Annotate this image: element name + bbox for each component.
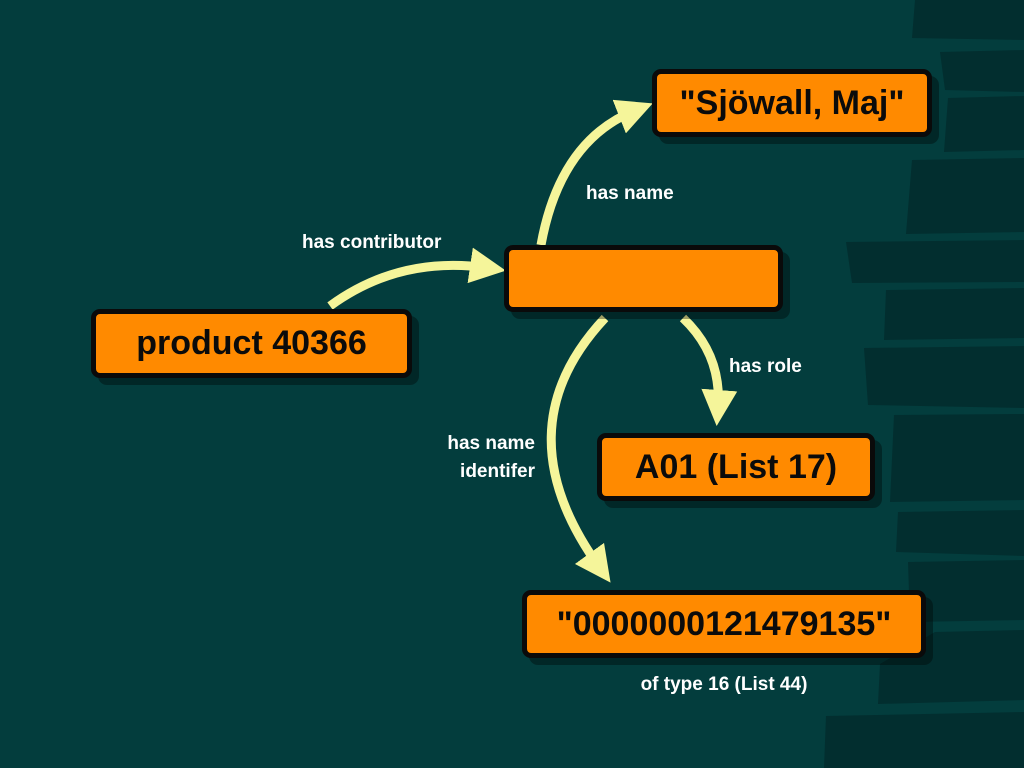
note-identifier-type: of type 16 (List 44) [640,674,808,695]
node-product: product 40366 [91,309,412,378]
node-role-value: A01 (List 17) [597,433,875,501]
node-identifier-value: "0000000121479135" [522,590,926,658]
label-has-name-identifier: has name identifer [420,430,535,486]
label-has-name: has name [586,183,674,204]
node-name-value: "Sjöwall, Maj" [652,69,932,137]
arrow-has-name-identifier [546,314,611,583]
label-has-name-identifier-line2: identifer [460,461,535,482]
label-has-name-identifier-line1: has name [447,433,535,454]
arrow-has-contributor [327,247,506,310]
label-has-contributor: has contributor [302,232,442,253]
arrow-has-role [679,314,738,426]
label-has-role: has role [729,356,802,377]
node-contributor [504,245,783,312]
arrow-has-name [536,99,653,246]
